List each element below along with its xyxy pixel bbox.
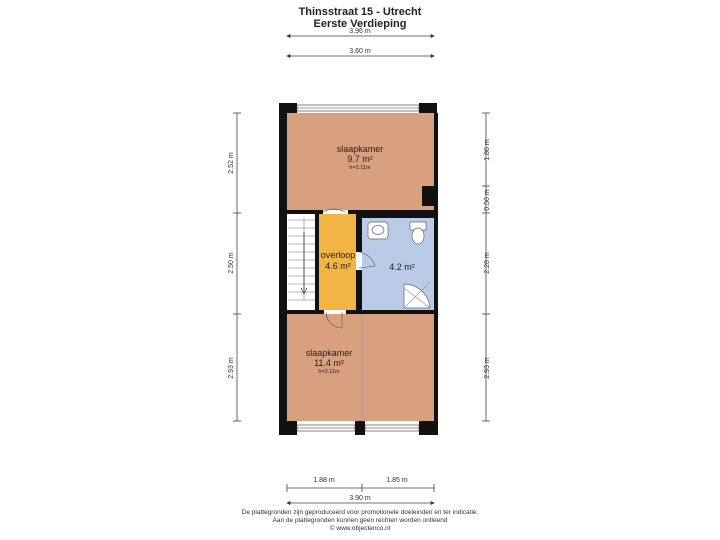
bedroom-top-area xyxy=(287,113,434,210)
copyright-line: © www.objectenco.nl xyxy=(329,525,391,532)
landing-area xyxy=(319,214,356,310)
floor-subtitle: Eerste Verdieping xyxy=(313,18,407,30)
walls xyxy=(279,103,438,435)
staircase xyxy=(288,218,318,301)
wall-bath-upper xyxy=(356,214,362,252)
bedroom-bottom-name: slaapkamer xyxy=(306,348,353,358)
wall-top-left-block xyxy=(279,103,297,113)
bathroom-fixtures xyxy=(367,221,431,309)
sink xyxy=(367,221,389,240)
wall-bottom-right-block xyxy=(419,421,438,435)
dim-top-outer-label: 3.96 m xyxy=(349,28,371,35)
wall-stair xyxy=(315,214,319,310)
landing-area-label: 4.6 m² xyxy=(325,261,351,271)
bedroom-top-name: slaapkamer xyxy=(337,144,384,154)
dim-right-1-label: 1.86 m xyxy=(484,139,491,161)
wall-lower-right xyxy=(346,310,434,314)
dim-left-3-label: 2.93 m xyxy=(228,357,235,379)
door-swing-top xyxy=(322,208,346,213)
bedroom-bottom-area-label: 11.4 m² xyxy=(314,358,344,368)
dimension-lines xyxy=(236,34,487,505)
disclaimer-line-2: Aan de plattegronden kunnen geen rechten… xyxy=(272,517,448,524)
wall-lower-left xyxy=(287,310,324,314)
bathroom-area-label: 4.2 m² xyxy=(389,262,415,272)
disclaimer-line-1: De plattegronden zijn geproduceerd voor … xyxy=(241,509,479,516)
dimension-ticks xyxy=(233,112,490,492)
dim-left-1-label: 2.52 m xyxy=(228,152,235,174)
wall-bath-lower xyxy=(356,270,362,310)
dim-bottom-right-label: 1.85 m xyxy=(386,477,408,484)
dim-right-2-label: 0.56 m xyxy=(484,189,491,211)
wall-bottom-left-block xyxy=(279,421,297,435)
shower xyxy=(403,283,431,309)
wall-bottom-mid-block xyxy=(355,421,365,435)
wall-bath-top xyxy=(362,214,434,218)
door-swings xyxy=(322,208,376,329)
dim-left-2-label: 2.50 m xyxy=(228,252,235,274)
door-swing-bathroom xyxy=(358,251,376,269)
bedroom-bottom-area xyxy=(287,314,434,421)
wall-top-right-block xyxy=(419,103,437,113)
dim-bottom-total-label: 3.90 m xyxy=(349,495,371,502)
plan-title: Thinsstraat 15 - Utrecht xyxy=(298,6,422,18)
wall-right xyxy=(434,113,438,435)
wall-upper-right xyxy=(348,210,434,214)
wall-upper-left xyxy=(287,210,323,214)
bedroom-bottom-height: h=2.11m xyxy=(318,369,340,375)
wall-left xyxy=(279,103,287,435)
door-swing-bottom xyxy=(325,311,343,329)
chimney-block xyxy=(422,186,436,206)
dim-right-4-label: 2.93 m xyxy=(484,357,491,379)
toilet-bowl xyxy=(411,227,425,245)
bedroom-top-area-label: 9.7 m² xyxy=(347,154,373,164)
windows xyxy=(296,104,420,432)
dim-bottom-left-label: 1.88 m xyxy=(313,477,335,484)
dim-top-inner-label: 3.60 m xyxy=(349,48,371,55)
bedroom-top-height: h=2.11m xyxy=(349,165,371,171)
dim-right-3-label: 2.28 m xyxy=(484,252,491,274)
landing-name: overloop xyxy=(321,250,356,260)
